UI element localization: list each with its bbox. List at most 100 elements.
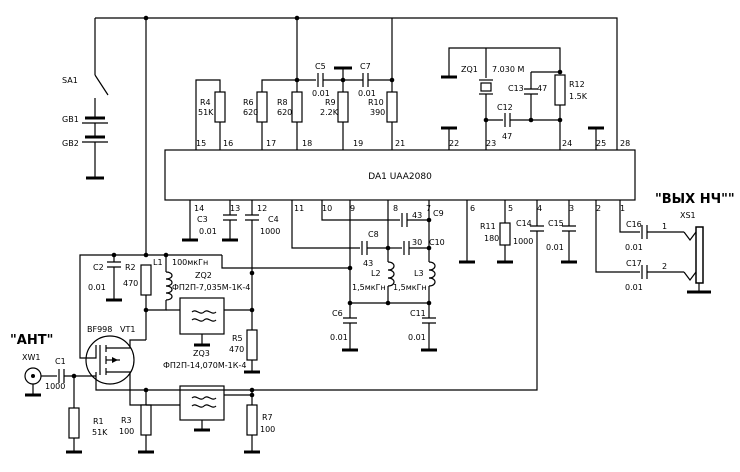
- pin17-19-network: R6 620 R8 620 R9 2.2K R10 390 C5 0.01 C7…: [243, 18, 398, 150]
- ic-da1: DA1 UAA2080: [164, 149, 636, 201]
- r9-name: R9: [325, 98, 336, 107]
- c13-value: 47: [537, 84, 547, 93]
- c4-value: 1000: [260, 227, 280, 236]
- pin-4: 4: [537, 204, 542, 213]
- c11-value: 0.01: [408, 333, 426, 342]
- r10-name: R10: [368, 98, 384, 107]
- r1-value: 51K: [92, 428, 108, 437]
- pin-22: 22: [449, 139, 459, 148]
- c14-value: 1000: [513, 237, 533, 246]
- vt1-name: VT1: [120, 325, 135, 334]
- l3-value: 1,5мкГн: [393, 283, 427, 292]
- r5-name: R5: [232, 334, 243, 343]
- c1-value: 1000: [45, 382, 65, 391]
- c14-name: C14: [516, 219, 532, 228]
- pin-10: 10: [322, 204, 332, 213]
- l1-name: L1: [153, 258, 163, 267]
- pin-18: 18: [302, 139, 312, 148]
- gb2-label: GB2: [62, 139, 79, 148]
- pin-13: 13: [230, 204, 240, 213]
- pin-1: 1: [620, 204, 625, 213]
- pin-8: 8: [393, 204, 398, 213]
- r12-name: R12: [569, 80, 585, 89]
- xs1-pin2: 2: [662, 262, 667, 271]
- r11-value: 180: [484, 234, 499, 243]
- c5-name: C5: [315, 62, 326, 71]
- c7-name: C7: [360, 62, 371, 71]
- zq1-value: 7.030 M: [492, 65, 524, 74]
- c2-value: 0.01: [88, 283, 106, 292]
- c2-name: C2: [93, 263, 104, 272]
- antenna-title: "АНТ": [10, 333, 53, 348]
- c12-value: 47: [502, 132, 512, 141]
- ic-label: DA1 UAA2080: [368, 172, 432, 182]
- pin-17: 17: [266, 139, 276, 148]
- c13-name: C13: [508, 84, 524, 93]
- filter-zq3: ZQ3 ФП2П-14,070М-1К-4: [146, 349, 255, 432]
- c16-value: 0.01: [625, 243, 643, 252]
- r8-name: R8: [277, 98, 288, 107]
- switch-sa1: SA1: [62, 74, 109, 118]
- c10-name: C10: [429, 238, 445, 247]
- pin-6: 6: [470, 204, 475, 213]
- r12-value: 1.5K: [569, 92, 588, 101]
- r7-value: 100: [260, 425, 275, 434]
- c9-value: 43: [412, 211, 422, 220]
- pin-14: 14: [194, 204, 204, 213]
- resistor-r5: R5 470: [229, 329, 260, 374]
- gb1-label: GB1: [62, 115, 79, 124]
- l2-value: 1,5мкГн: [352, 283, 386, 292]
- ic-bottom-pins: 14 13 12 11 10 9 8 7 6 5 4 3 2 1: [194, 204, 625, 213]
- zq2-part: ФП2П-7,035М-1К-4: [172, 283, 250, 292]
- c12-name: C12: [497, 103, 513, 112]
- xs1-pin1: 1: [662, 222, 667, 231]
- c6-value: 0.01: [330, 333, 348, 342]
- battery-gb: GB1 GB2: [62, 115, 108, 180]
- r4-value: 51K: [198, 108, 214, 117]
- r2-name: R2: [125, 263, 136, 272]
- r9-value: 2.2K: [320, 108, 339, 117]
- c1-name: C1: [55, 357, 66, 366]
- r6-name: R6: [243, 98, 254, 107]
- c11-name: C11: [410, 309, 426, 318]
- xs1-name: XS1: [680, 211, 696, 220]
- pin22-ground: [441, 126, 457, 150]
- pin-16: 16: [223, 139, 233, 148]
- crystal-section: ZQ1 7.030 M C13 47 R12 1.5K C12 47: [441, 47, 588, 150]
- l2-name: L2: [371, 269, 381, 278]
- tuned-circuits: 43 C9 C8 43 30 C10 L2 1,5мкГн L3 1,5мкГн…: [221, 200, 445, 352]
- pin-3: 3: [569, 204, 574, 213]
- pin-11: 11: [294, 204, 304, 213]
- zq2-name: ZQ2: [195, 271, 212, 280]
- pin-19: 19: [353, 139, 363, 148]
- r3-value: 100: [119, 427, 134, 436]
- c10-value: 30: [412, 238, 422, 247]
- c4-name: C4: [268, 215, 279, 224]
- resistor-r7: R7 100: [244, 404, 275, 454]
- vt1-part: BF998: [87, 325, 112, 334]
- output-title: "ВЫХ НЧ"": [655, 192, 735, 207]
- resistor-r4: R4 51K: [195, 79, 226, 150]
- r10-value: 390: [370, 108, 385, 117]
- pin-24: 24: [562, 139, 572, 148]
- zq3-name: ZQ3: [193, 349, 210, 358]
- c3-value: 0.01: [199, 227, 217, 236]
- c3-name: C3: [197, 215, 208, 224]
- filter-zq2: ZQ2 ФП2П-7,035М-1К-4: [166, 271, 255, 347]
- xw1-name: XW1: [22, 353, 40, 362]
- pin-25: 25: [596, 139, 606, 148]
- c8-value: 43: [363, 259, 373, 268]
- c9-name: C9: [433, 209, 444, 218]
- zq1-name: ZQ1: [461, 65, 478, 74]
- c15-name: C15: [548, 219, 564, 228]
- pin-12: 12: [257, 204, 267, 213]
- pin-15: 15: [196, 139, 206, 148]
- r4-name: R4: [200, 98, 211, 107]
- pin-21: 21: [395, 139, 405, 148]
- c16-name: C16: [626, 220, 642, 229]
- power-bus: [94, 15, 618, 258]
- r1-name: R1: [93, 417, 104, 426]
- r2-value: 470: [123, 279, 138, 288]
- r5-value: 470: [229, 345, 244, 354]
- ic-top-pins: 15 16 17 18 19 21 22 23 24 25 28: [196, 139, 630, 148]
